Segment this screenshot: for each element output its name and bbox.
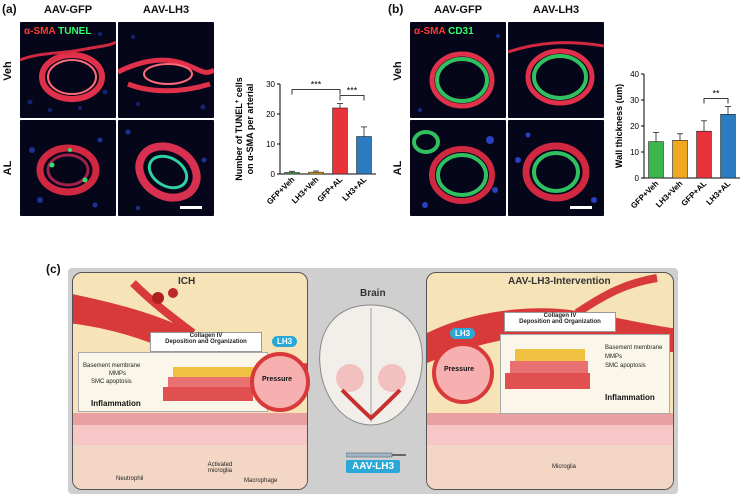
ich-collagen-box: Collagen IV Deposition and Organization	[150, 332, 262, 352]
brain-title: Brain	[360, 288, 386, 299]
ich-lh3-badge: LH3	[272, 336, 298, 347]
ich-inflammation: Inflammation	[91, 399, 141, 408]
wall-xtick-label-2: GFP+AL	[680, 179, 709, 208]
tunel-ylabel-line2: on α-SMA per arterial	[245, 84, 255, 175]
ich-list-0: Basement membrane	[83, 363, 141, 369]
injection-label: AAV-LH3	[346, 460, 401, 473]
tunel-sig-bracket-0	[291, 89, 341, 95]
chart-wall-thickness-svg: 010203040GFP+VehLH3+VehGFP+ALLH3+AL**Wal…	[614, 70, 740, 210]
wall-xtick-label-3: LH3+AL	[705, 179, 733, 207]
wall-ylabel: Wall thickness (um)	[614, 84, 624, 168]
intervention-list-2: SMC apoptosis	[605, 363, 646, 369]
micrograph-b-lh3-al	[508, 120, 604, 216]
wall-ytick-label-3: 30	[630, 96, 639, 105]
wall-bar-0	[648, 141, 664, 179]
panel-a-col-gfp: AAV-GFP	[43, 4, 93, 16]
tunel-ytick-label-0: 0	[271, 170, 276, 179]
tunel-bar-1	[308, 171, 324, 175]
chart-tunel-svg: 0102030GFP+VehLH3+VehGFP+ALLH3+AL******N…	[234, 77, 376, 206]
wall-xtick-label-1: LH3+Veh	[654, 179, 684, 209]
tunel-xtick-label-1: LH3+Veh	[290, 175, 320, 205]
tunel-ytick-label-3: 30	[266, 80, 275, 89]
micrograph-b-gfp-al	[410, 120, 506, 216]
wall-sig-bracket-0	[703, 98, 729, 104]
cell-label-neutrophil: Neutrophil	[116, 476, 144, 482]
tunel-bar-0	[284, 172, 300, 175]
panel-c-letter: (c)	[46, 262, 61, 276]
ich-collagen-text: Collagen IV Deposition and Organization	[165, 333, 247, 345]
intervention-vessel-illustration	[427, 274, 673, 489]
micrograph-a-lh3-veh	[118, 22, 214, 118]
intervention-layer-illustration	[505, 349, 590, 389]
micrograph-a-lh3-al	[118, 120, 214, 216]
intervention-pressure-label: Pressure	[444, 366, 474, 373]
ich-title: ICH	[178, 276, 196, 287]
ich-layer-illustration	[163, 367, 253, 401]
tunel-bar-2	[332, 107, 348, 175]
wall-ytick-label-4: 40	[630, 70, 639, 79]
stain-red-label-b: α-SMA	[414, 26, 446, 37]
tunel-sig-bracket-1	[339, 95, 365, 101]
ich-pressure-vessel	[250, 352, 310, 412]
panel-b-row-veh: Veh	[392, 61, 404, 81]
panel-a-letter: (a)	[2, 2, 17, 16]
wall-ytick-label-1: 10	[630, 148, 639, 157]
intervention-lh3-badge: LH3	[450, 328, 476, 339]
tunel-ytick-label-1: 10	[266, 140, 275, 149]
stain-green-label-b: CD31	[448, 26, 474, 37]
tunel-ylabel: Number of TUNEL+ cells	[234, 77, 244, 181]
panel-a-row-al: AL	[2, 160, 14, 176]
stain-red-label-a: α-SMA	[24, 26, 56, 37]
intervention-inflammation: Inflammation	[605, 393, 655, 402]
tunel-bar-3	[356, 136, 372, 175]
intervention-pressure-vessel	[432, 342, 494, 404]
wall-bar-3	[720, 113, 736, 179]
intervention-list-0: Basement membrane	[605, 345, 663, 351]
micrograph-a-gfp-veh: α-SMA TUNEL	[20, 22, 116, 118]
intervention-collagen-text: Collagen IV Deposition and Organization	[519, 313, 601, 325]
panel-b-col-lh3: AAV-LH3	[532, 4, 580, 16]
intervention-collagen-box: Collagen IV Deposition and Organization	[504, 312, 616, 332]
tunel-xtick-label-3: LH3+AL	[341, 175, 369, 203]
syringe-icon	[345, 446, 406, 458]
wall-bar-1	[672, 140, 688, 179]
tunel-sig-label-0: ***	[311, 80, 322, 90]
wall-ytick-label-2: 20	[630, 122, 639, 131]
micrograph-b-gfp-veh: α-SMA CD31	[410, 22, 506, 118]
cell-label-right-microglia: Microglia	[552, 464, 577, 470]
panel-a-col-lh3: AAV-LH3	[142, 4, 190, 16]
cell-label-microglia: Activated microglia	[207, 462, 233, 474]
cell-label-macrophage: Macrophage	[244, 478, 278, 484]
brain-illustration	[312, 300, 430, 430]
intervention-list-1: MMPs	[605, 354, 622, 360]
wall-bar-2	[696, 130, 712, 179]
ich-pressure-label: Pressure	[262, 376, 292, 383]
micrograph-a-gfp-al	[20, 120, 116, 216]
tunel-xtick-label-2: GFP+AL	[316, 175, 345, 204]
intervention-inset: Basement membrane MMPs SMC apoptosis Inf…	[500, 334, 670, 414]
intervention-title: AAV-LH3-Intervention	[508, 276, 611, 287]
ich-list-2: SMC apoptosis	[91, 379, 132, 385]
stain-green-label-a: TUNEL	[58, 26, 92, 37]
tunel-sig-label-1: ***	[347, 86, 358, 96]
micrograph-b-lh3-veh	[508, 22, 604, 118]
ich-inset: Basement membrane MMPs SMC apoptosis Inf…	[78, 352, 268, 412]
panel-b-letter: (b)	[388, 2, 404, 16]
ich-list-1: MMPs	[109, 371, 126, 377]
wall-ytick-label-0: 0	[635, 174, 640, 183]
panel-a-row-veh: Veh	[2, 61, 14, 81]
panel-b-row-al: AL	[392, 160, 404, 176]
panel-b-col-gfp: AAV-GFP	[433, 4, 483, 16]
wall-sig-label-0: **	[712, 89, 720, 99]
tunel-ytick-label-2: 20	[266, 110, 275, 119]
